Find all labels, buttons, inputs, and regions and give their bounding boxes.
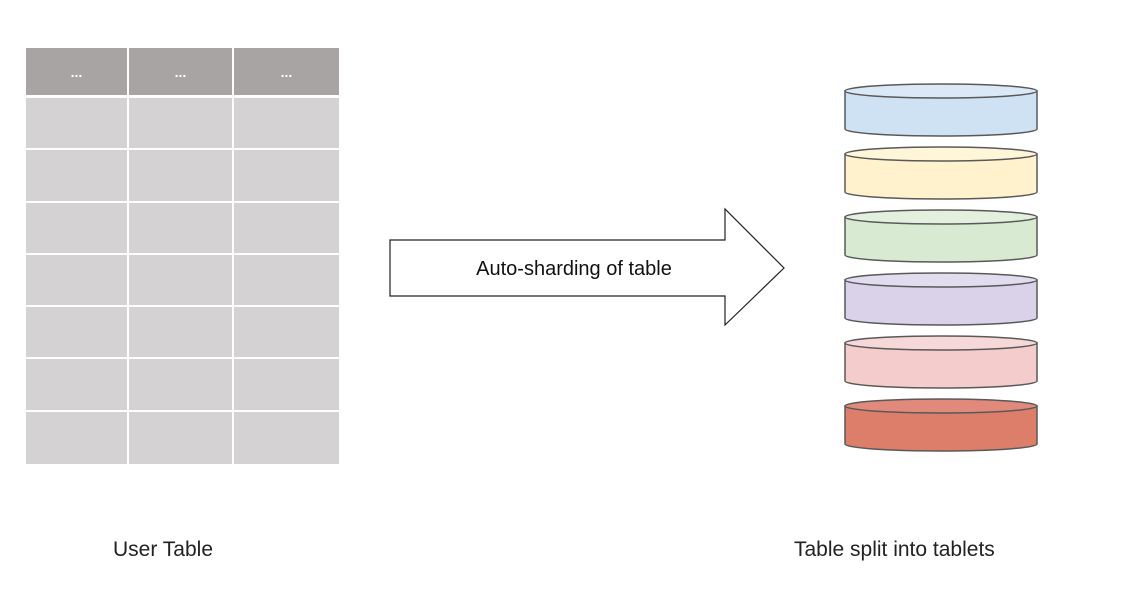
tablet-body: [844, 405, 1038, 452]
user-table-caption: User Table: [113, 538, 213, 561]
table-cell: [129, 307, 234, 360]
table-cell: [234, 202, 339, 255]
tablet-body: [844, 216, 1038, 263]
arrow-label: Auto-sharding of table: [476, 258, 672, 280]
tablet-disk-3: [844, 209, 1038, 263]
table-cell: [26, 411, 129, 464]
table-cell: [129, 359, 234, 412]
table-cell: [234, 307, 339, 360]
tablet-top: [844, 272, 1038, 288]
tablet-body: [844, 279, 1038, 326]
table-cell: [26, 307, 129, 360]
tablets-stack: [844, 83, 1038, 452]
tablet-body: [844, 342, 1038, 389]
tablet-top: [844, 398, 1038, 414]
tablet-top: [844, 146, 1038, 162]
table-cell: [26, 98, 129, 151]
table-cell: [129, 411, 234, 464]
table-cell: [129, 98, 234, 151]
table-header-cell-1: ...: [26, 48, 129, 98]
table-cell: [234, 98, 339, 151]
table-cell: [234, 411, 339, 464]
tablet-body: [844, 153, 1038, 200]
table-cell: [26, 254, 129, 308]
tablet-top: [844, 335, 1038, 351]
tablet-disk-6: [844, 398, 1038, 452]
table-cell: [129, 202, 234, 255]
table-header-cell-2: ...: [129, 48, 234, 98]
tablet-disk-5: [844, 335, 1038, 389]
table-cell: [26, 150, 129, 203]
tablet-top: [844, 209, 1038, 225]
table-cell: [129, 254, 234, 308]
auto-sharding-arrow: [389, 207, 785, 327]
tablet-disk-2: [844, 146, 1038, 200]
tablet-disk-1: [844, 83, 1038, 137]
table-header-cell-3: ...: [234, 48, 339, 98]
tablets-caption: Table split into tablets: [794, 538, 995, 561]
table-cell: [26, 202, 129, 255]
tablet-body: [844, 90, 1038, 137]
tablet-disk-4: [844, 272, 1038, 326]
tablet-top: [844, 83, 1038, 99]
table-cell: [234, 150, 339, 203]
table-cell: [234, 254, 339, 308]
user-table: ... ... ...: [26, 48, 339, 464]
table-cell: [129, 150, 234, 203]
table-cell: [26, 359, 129, 412]
table-cell: [234, 359, 339, 412]
